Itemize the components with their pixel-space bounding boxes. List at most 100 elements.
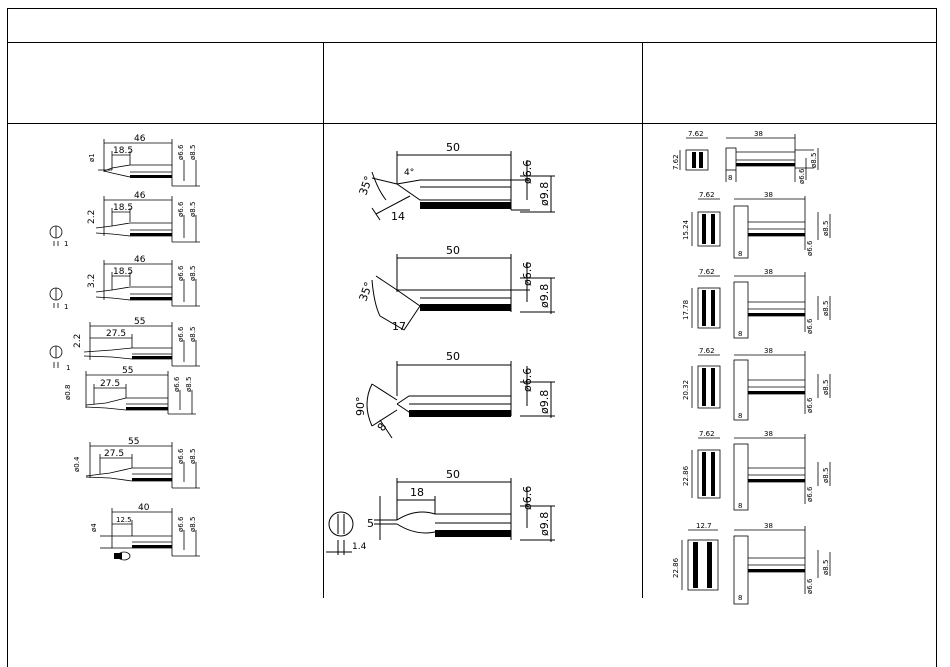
sleeve-diameter-label: ø8.5 [189,449,197,464]
base-length-label: 8 [738,594,742,602]
tip-height-label: 22.86 [672,557,680,578]
tip-drawing: 50 35° 4° 14 ø6.6 ø9.8 [357,141,555,223]
overall-length-label: 55 [122,366,133,376]
shaft-diameter-label: ø6.6 [521,262,534,286]
tip-drawing: 7.62 17.78 38 8 ø6.6 ø8.5 [682,268,831,339]
column-3-tips: 7.62 7.62 38 8 ø6.6 ø8.5 [672,130,831,605]
sleeve-diameter-label: ø8.5 [189,145,197,160]
shaft-diameter-label: ø6.6 [806,486,814,502]
inner-length-label: 18.5 [113,203,133,213]
shaft-diameter-label: ø6.6 [521,160,534,184]
tip-thickness-label: 1 [64,303,68,311]
base-length-label: 8 [728,174,732,182]
tip-drawing: 50 18 5 1.4 ø6.6 ø9.8 [326,468,555,555]
shaft-diameter-label: ø6.6 [177,201,185,217]
overall-length-label: 40 [138,503,150,513]
tip-angle-label: 4° [404,168,414,178]
column-1-tips: 46 18.5 ø1 ø6.6 ø8.5 [49,134,200,561]
shaft-diameter-label: ø6.6 [177,448,185,464]
tip-drawing: 46 18.5 3.2 1 ø6.6 ø8.5 [49,255,200,311]
bevel-angle-label: 90° [354,397,367,417]
base-length-label: 8 [738,330,742,338]
shaft-diameter-label: ø6.6 [173,376,181,392]
shaft-diameter-label: ø6.6 [806,578,814,594]
shaft-diameter-label: ø6.6 [806,240,814,256]
tip-width-label: 7.62 [699,347,715,355]
tip-drawing: 7.62 15.24 38 8 ø6.6 ø8.5 [682,191,831,259]
overall-length-label: 50 [446,468,460,481]
sleeve-diameter-label: ø8.5 [822,301,830,316]
tip-thickness-label: 1 [64,240,68,248]
tip-drawing: 7.62 7.62 38 8 ø6.6 ø8.5 [672,130,819,184]
overall-length-label: 50 [446,244,460,257]
tip-drawing: 55 27.5 ø0.4 ø6.6 ø8.5 [73,437,200,489]
tip-width-label: 2.2 [87,210,97,224]
tip-width-label: 7.62 [688,130,704,138]
sleeve-diameter-label: ø8.5 [189,517,197,532]
tip-width-label: 2.2 [73,334,83,348]
tip-drawing: 55 27.5 ø0.8 ø6.6 ø8.5 [64,366,196,415]
shaft-diameter-label: ø6.6 [806,397,814,413]
overall-length-label: 50 [446,141,460,154]
sleeve-diameter-label: ø8.5 [822,468,830,483]
bevel-length-label: 14 [391,210,405,223]
sleeve-diameter-label: ø9.8 [538,182,551,206]
bevel-angle-label: 35° [357,280,376,303]
base-length-label: 8 [738,502,742,510]
sleeve-diameter-label: ø8.5 [189,327,197,342]
column-2-tips: 50 35° 4° 14 ø6.6 ø9.8 [326,141,555,555]
shaft-diameter-label: ø6.6 [177,326,185,342]
tip-thickness-label: 1.4 [352,542,367,552]
tip-height-label: 15.24 [682,219,690,240]
sleeve-diameter-label: ø8.5 [822,560,830,575]
tip-diameter-label: ø0.8 [64,385,72,400]
tip-drawing: 50 35° 17 ø6.6 ø9.8 [357,244,555,333]
tip-height-label: 20.32 [682,380,690,400]
tip-drawing: 7.62 20.32 38 8 ø6.6 ø8.5 [682,347,831,421]
base-length-label: 8 [738,412,742,420]
sleeve-diameter-label: ø8.5 [822,221,830,236]
tip-drawing: 46 18.5 ø1 ø6.6 ø8.5 [88,134,200,187]
shaft-diameter-label: ø6.6 [177,516,185,532]
tip-drawing: 50 90° 8 ø6.6 ø9.8 [354,350,555,439]
tip-drawing: 40 12.5 ø4 ø6.6 ø8.5 [90,503,200,561]
overall-length-label: 46 [134,134,146,144]
overall-length-label: 38 [764,430,773,438]
shaft-diameter-label: ø6.6 [521,486,534,510]
overall-length-label: 38 [764,347,773,355]
overall-length-label: 38 [754,130,763,138]
sleeve-diameter-label: ø8.5 [189,266,197,281]
overall-length-label: 55 [128,437,139,447]
overall-length-label: 46 [134,191,146,201]
bevel-angle-label: 35° [357,174,376,197]
inner-length-label: 27.5 [106,329,126,339]
inner-length-label: 27.5 [104,449,124,459]
shaft-diameter-label: ø6.6 [177,265,185,281]
shaft-diameter-label: ø6.6 [177,144,185,160]
tip-drawing: 46 18.5 2.2 1 ø6.6 ø8.5 [49,191,200,248]
tip-diameter-label: ø4 [90,523,98,532]
bevel-length-label: 17 [392,320,406,333]
tip-diameter-label: ø1 [88,153,96,162]
tip-diameter-label: ø0.4 [73,456,81,472]
tip-drawing: 7.62 22.86 38 8 ø6.6 ø8.5 [682,430,831,511]
tip-width-label: 5 [367,517,374,530]
tip-height-label: 22.86 [682,465,690,486]
overall-length-label: 38 [764,522,773,530]
sleeve-diameter-label: ø8.5 [822,380,830,395]
tip-width-label: 12.7 [696,522,712,530]
sleeve-diameter-label: ø9.8 [538,284,551,308]
sleeve-diameter-label: ø9.8 [538,512,551,536]
tip-thickness-label: 1 [66,364,70,372]
tip-width-label: 3.2 [87,274,97,288]
overall-length-label: 38 [764,191,773,199]
tip-width-label: 7.62 [699,430,715,438]
base-length-label: 8 [738,250,742,258]
inner-length-label: 18 [410,486,424,499]
sleeve-diameter-label: ø8.5 [810,153,818,168]
tip-height-label: 7.62 [672,154,680,170]
overall-length-label: 55 [134,317,145,327]
sleeve-diameter-label: ø9.8 [538,390,551,414]
tip-width-label: 7.62 [699,191,715,199]
